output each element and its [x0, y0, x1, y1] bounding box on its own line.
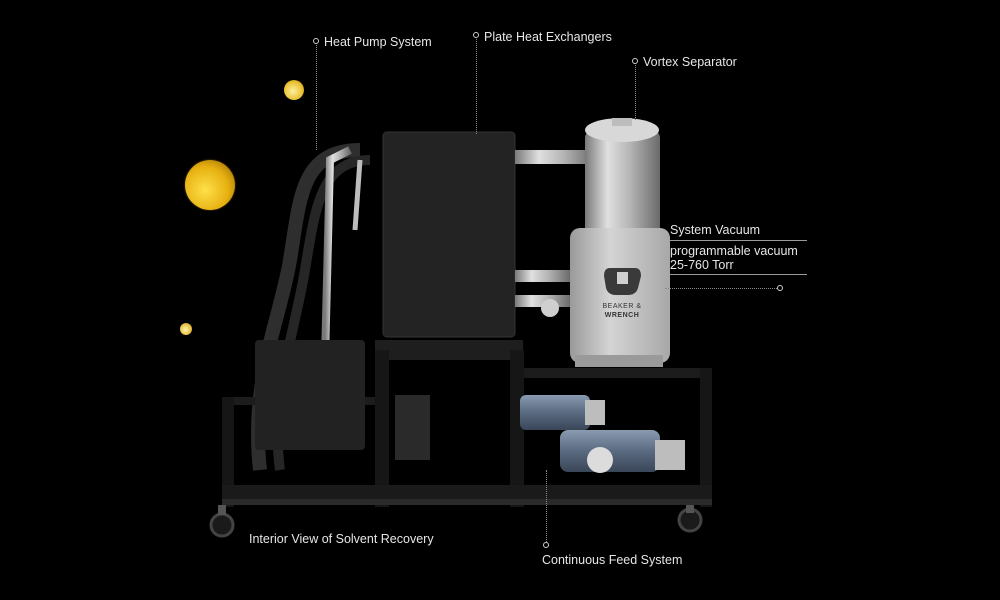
oil-droplet-large: [185, 160, 235, 210]
brand-logo-text: BEAKER & WRENCH: [596, 302, 648, 320]
oil-droplet-medium: [284, 80, 304, 100]
heat-pump-marker[interactable]: [313, 38, 319, 44]
feed-marker[interactable]: [543, 542, 549, 548]
vortex-leader: [635, 65, 636, 120]
interior-view-label: Interior View of Solvent Recovery: [249, 532, 434, 546]
vacuum-marker[interactable]: [777, 285, 783, 291]
vacuum-title: System Vacuum: [670, 223, 761, 237]
brand-line2: WRENCH: [604, 312, 640, 319]
heat-pump-label: Heat Pump System: [324, 35, 432, 49]
vortex-marker[interactable]: [632, 58, 638, 64]
heat-pump-leader: [316, 45, 317, 150]
vacuum-desc-line1: programmable vacuum: [670, 244, 798, 258]
vacuum-desc-line2: 25-760 Torr: [670, 258, 734, 272]
oil-droplet-small: [180, 323, 192, 335]
plate-heat-marker[interactable]: [473, 32, 479, 38]
brand-line1: BEAKER &: [602, 303, 642, 310]
feed-label: Continuous Feed System: [542, 553, 683, 567]
plate-heat-leader: [476, 39, 477, 134]
plate-heat-label: Plate Heat Exchangers: [484, 30, 612, 44]
vacuum-divider-bottom: [670, 274, 807, 275]
feed-leader: [546, 470, 547, 542]
vacuum-leader: [665, 288, 777, 289]
vortex-label: Vortex Separator: [643, 55, 737, 69]
vacuum-divider-top: [670, 240, 807, 241]
